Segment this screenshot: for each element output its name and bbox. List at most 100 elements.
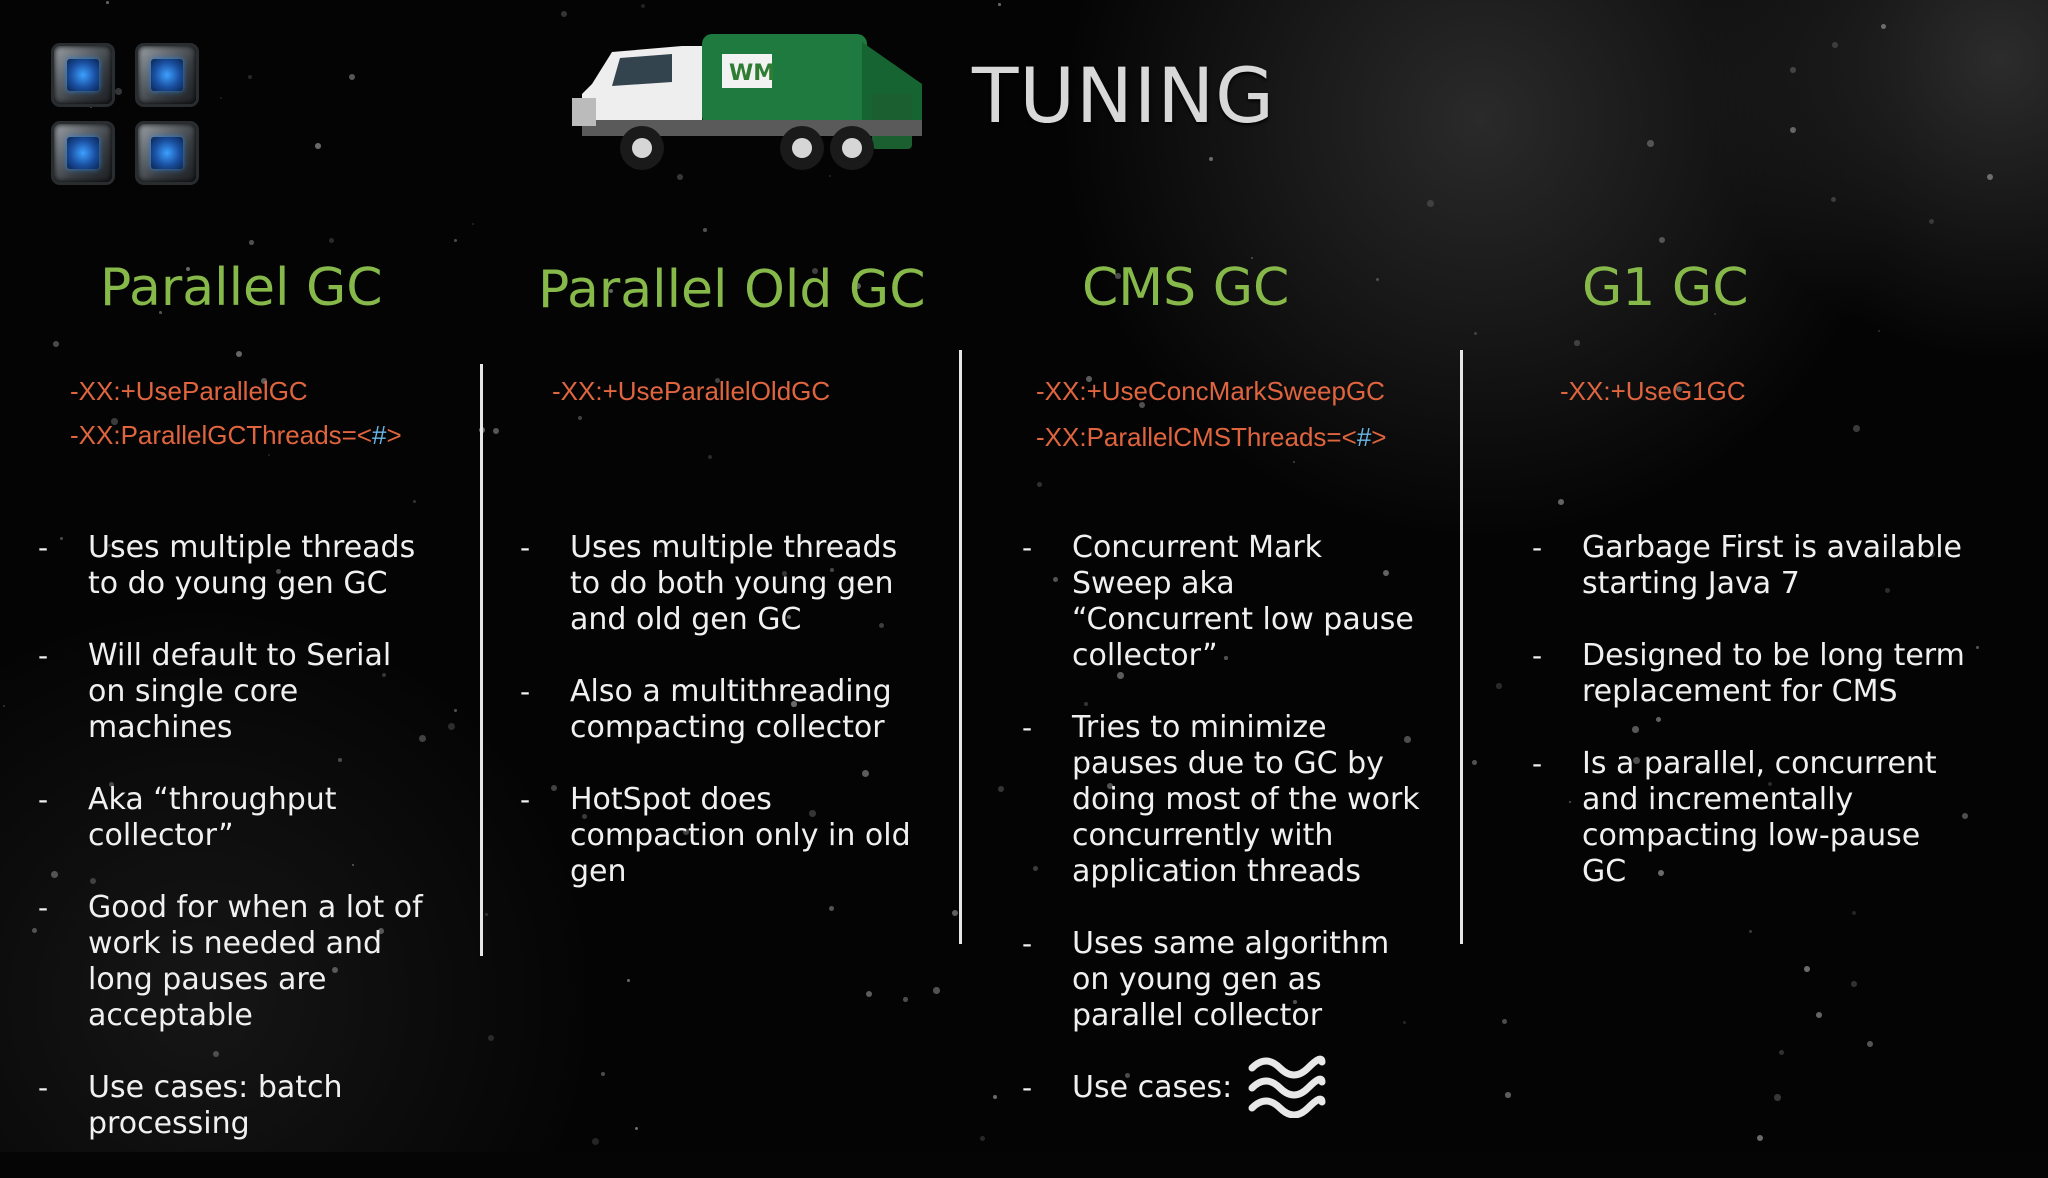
star-dot xyxy=(829,175,832,178)
star-dot xyxy=(378,928,384,934)
star-dot xyxy=(1376,278,1379,281)
star-dot xyxy=(1790,127,1796,133)
star-dot xyxy=(1633,757,1640,764)
star-dot xyxy=(109,782,115,788)
star-dot xyxy=(1790,67,1796,73)
star-dot xyxy=(352,864,355,867)
star-dot xyxy=(268,454,270,456)
garbage-truck-icon: WM xyxy=(572,34,922,170)
star-dot xyxy=(236,351,243,358)
star-dot xyxy=(1757,1135,1764,1142)
star-dot xyxy=(1115,273,1121,279)
star-dot xyxy=(1774,1094,1781,1101)
star-dot xyxy=(1853,425,1860,432)
star-dot xyxy=(1929,219,1935,225)
star-dot xyxy=(1209,157,1214,162)
star-dot xyxy=(186,267,191,272)
star-dot xyxy=(53,341,59,347)
bullet-list-parallel-gc: -Uses multiple threads to do young gen G… xyxy=(38,530,438,1178)
slide-title: TUNING xyxy=(972,51,1276,140)
star-dot xyxy=(866,991,873,998)
star-dot xyxy=(1117,672,1124,679)
column-divider xyxy=(1460,350,1463,944)
star-dot xyxy=(493,428,500,435)
star-dot xyxy=(1851,981,1857,987)
jvm-flag: -XX:ParallelCMSThreads=<#> xyxy=(1036,422,1387,452)
star-dot xyxy=(472,223,475,226)
list-item: -Concurrent Mark Sweep aka “Concurrent l… xyxy=(1022,530,1414,673)
star-dot xyxy=(1962,813,1968,819)
star-dot xyxy=(627,979,630,982)
star-dot xyxy=(338,758,343,763)
star-dot xyxy=(115,88,122,95)
star-dot xyxy=(551,785,558,792)
star-dot xyxy=(161,392,165,396)
column-divider xyxy=(480,364,483,956)
star-dot xyxy=(1632,726,1639,733)
star-dot xyxy=(382,673,386,677)
star-dot xyxy=(903,997,908,1002)
star-dot xyxy=(106,1,109,4)
list-item: -HotSpot does compaction only in old gen xyxy=(520,782,911,889)
jvm-flag: -XX:+UseConcMarkSweepGC xyxy=(1036,376,1385,406)
star-dot xyxy=(332,967,339,974)
column-heading-cms-gc: CMS GC xyxy=(1082,258,1290,318)
star-dot xyxy=(993,1095,998,1100)
star-dot xyxy=(980,1136,985,1141)
star-dot xyxy=(1885,588,1891,594)
cpu-chips-icon xyxy=(54,46,204,188)
star-dot xyxy=(1676,386,1683,393)
star-dot xyxy=(261,378,267,384)
star-dot xyxy=(249,240,254,245)
star-dot xyxy=(454,239,458,243)
star-dot xyxy=(1558,499,1564,505)
star-dot xyxy=(862,770,869,777)
star-dot xyxy=(213,1051,220,1058)
star-dot xyxy=(812,268,819,275)
star-dot xyxy=(1816,1012,1823,1019)
star-dot xyxy=(809,810,816,817)
star-dot xyxy=(578,416,583,421)
star-dot xyxy=(703,228,707,232)
jvm-flag: -XX:+UseParallelOldGC xyxy=(552,376,831,406)
column-heading-parallel-gc: Parallel GC xyxy=(100,258,383,318)
star-dot xyxy=(108,544,111,547)
star-dot xyxy=(90,106,93,109)
star-dot xyxy=(1505,1092,1511,1098)
list-item: -Aka “throughput collector” xyxy=(38,782,337,853)
star-dot xyxy=(787,615,792,620)
bullet-list-g1-gc: -Garbage First is available starting Jav… xyxy=(1532,530,1972,926)
star-dot xyxy=(315,143,321,149)
list-item: -Uses multiple threads to do young gen G… xyxy=(38,530,416,601)
bullet-list-cms-gc: -Concurrent Mark Sweep aka “Concurrent l… xyxy=(1022,530,1422,1142)
star-dot xyxy=(1881,24,1887,30)
star-dot xyxy=(1658,870,1665,877)
star-dot xyxy=(485,913,489,917)
list-item: -Tries to minimize pauses due to GC by d… xyxy=(1022,710,1420,889)
star-dot xyxy=(1714,313,1717,316)
column-divider xyxy=(959,350,962,944)
list-item: -Uses same algorithm on young gen as par… xyxy=(1022,926,1390,1033)
star-dot xyxy=(1749,930,1753,934)
star-dot xyxy=(349,74,355,80)
star-dot xyxy=(1502,1019,1508,1025)
star-dot xyxy=(220,97,223,100)
star-dot xyxy=(830,568,834,572)
star-dot xyxy=(1852,911,1856,915)
star-dot xyxy=(582,814,588,820)
star-dot xyxy=(1867,1041,1874,1048)
star-dot xyxy=(1656,717,1661,722)
list-item: -Designed to be long term replacement fo… xyxy=(1532,638,1965,709)
star-dot xyxy=(601,1072,606,1077)
star-dot xyxy=(1804,966,1810,972)
star-dot xyxy=(952,910,959,917)
star-dot xyxy=(1037,482,1042,487)
star-dot xyxy=(1496,683,1502,689)
starfield-background xyxy=(0,0,2048,1152)
star-dot xyxy=(329,238,334,243)
star-dot xyxy=(1293,461,1296,464)
star-dot xyxy=(1053,577,1059,583)
star-dot xyxy=(1179,862,1185,868)
star-dot xyxy=(1779,1050,1785,1056)
star-dot xyxy=(1251,257,1254,260)
